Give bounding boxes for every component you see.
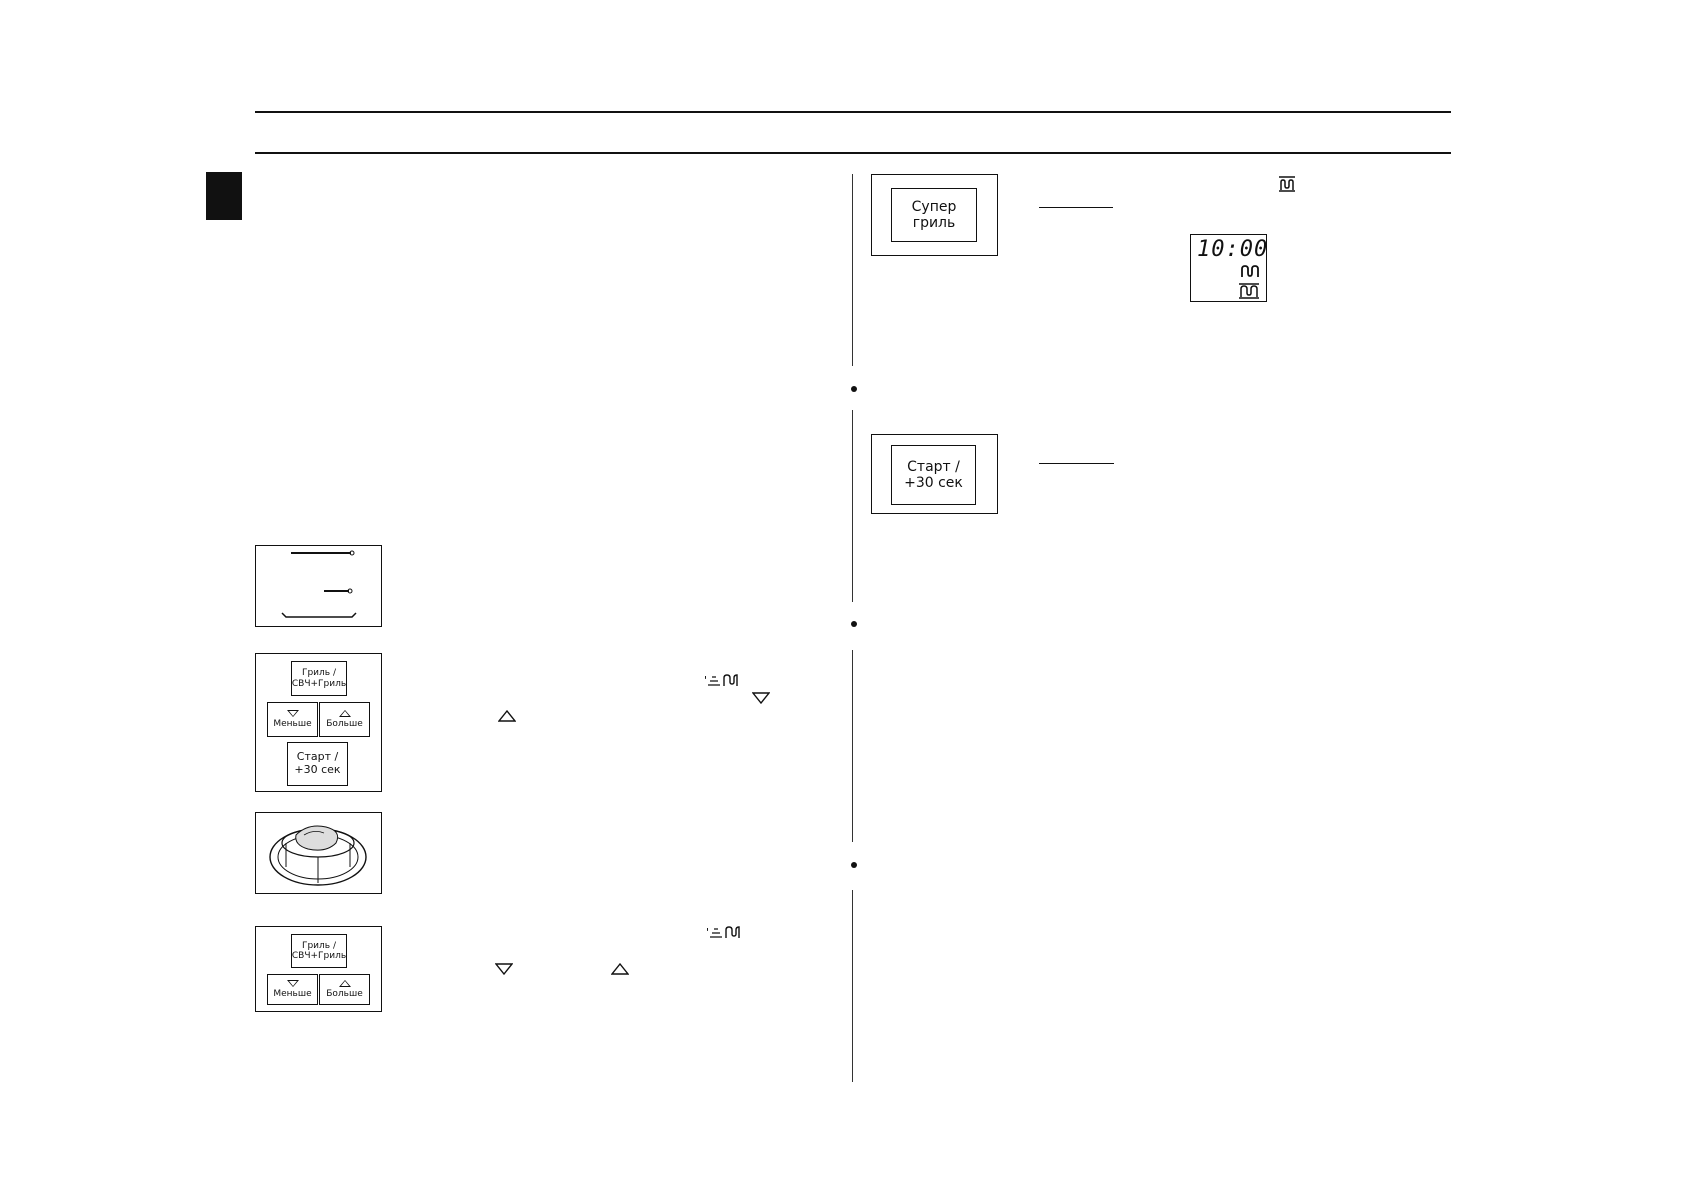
step-underline-2 <box>1039 463 1114 464</box>
arrow-down-icon <box>286 979 299 987</box>
combo-icon-2: ' <box>706 924 742 944</box>
arrow-up-icon <box>338 979 351 987</box>
svg-text:': ' <box>704 674 707 687</box>
grill-controls-panel-2: Гриль / СВЧ+Гриль Меньше Больше <box>255 926 382 1012</box>
start-panel: Старт / +30 сек <box>871 434 998 514</box>
arrow-up-inline-icon-2 <box>610 962 630 979</box>
super-grill-button[interactable]: Супер гриль <box>891 188 977 242</box>
combo-icon: ' <box>704 672 740 692</box>
language-tab-marker <box>206 172 242 220</box>
super-grill-panel: Супер гриль <box>871 174 998 256</box>
arrow-down-icon <box>286 709 299 717</box>
arrow-down-inline-icon <box>751 692 771 708</box>
grill-combo-button[interactable]: Гриль / СВЧ+Гриль <box>291 661 347 696</box>
header-rule-bottom <box>255 152 1451 154</box>
svg-text:': ' <box>706 926 709 939</box>
rack-illustration <box>281 550 357 618</box>
lcd-super-grill-icon <box>1238 283 1260 303</box>
column-divider-4 <box>852 890 853 1082</box>
arrow-up-inline-icon <box>497 709 517 726</box>
lcd-time: 10:00 <box>1197 237 1269 262</box>
bullet-1 <box>851 386 857 392</box>
column-divider-1 <box>852 174 853 366</box>
arrow-up-icon <box>338 709 351 717</box>
arrow-down-inline-icon-2 <box>494 963 514 979</box>
grill-icon <box>1278 176 1296 196</box>
start-button-small[interactable]: Старт / +30 сек <box>287 742 348 786</box>
rack-positions-figure <box>255 545 382 627</box>
header-rule-top <box>255 111 1451 113</box>
bullet-3 <box>851 862 857 868</box>
turntable-illustration <box>269 825 367 886</box>
lcd-display: 10:00 <box>1190 234 1267 302</box>
start-button[interactable]: Старт / +30 сек <box>891 445 976 505</box>
less-button-2[interactable]: Меньше <box>267 974 318 1005</box>
column-divider-2 <box>852 410 853 602</box>
turntable-figure <box>255 812 382 894</box>
column-divider-3 <box>852 650 853 842</box>
bullet-2 <box>851 621 857 627</box>
grill-controls-panel: Гриль / СВЧ+Гриль Меньше Больше Старт / … <box>255 653 382 792</box>
more-button-2[interactable]: Больше <box>319 974 370 1005</box>
more-button[interactable]: Больше <box>319 702 370 737</box>
step-underline-1 <box>1039 207 1113 208</box>
less-button[interactable]: Меньше <box>267 702 318 737</box>
grill-combo-button-2[interactable]: Гриль / СВЧ+Гриль <box>291 934 347 968</box>
lcd-grill-icon <box>1240 264 1260 282</box>
